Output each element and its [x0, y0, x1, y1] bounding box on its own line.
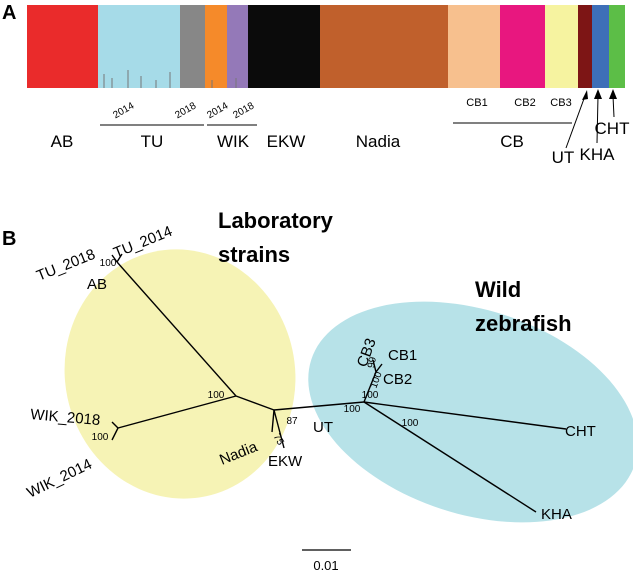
branch-cht: [363, 401, 567, 430]
tip-label-ab: AB: [87, 276, 107, 293]
group-label-cb: CB: [500, 132, 524, 151]
tip-label-cht: CHT: [565, 423, 596, 440]
branch-wik-2018: [111, 421, 119, 429]
tip-label-kha: KHA: [541, 506, 572, 523]
year-label-tu-2018: 2018: [173, 100, 198, 121]
branch-ut: [273, 401, 365, 411]
panel-b-letter: B: [2, 228, 16, 250]
tip-label-wik-2014: WIK_2014: [24, 456, 94, 502]
bootstrap-ekw-nadia: 87: [286, 416, 298, 427]
arrow-kha: [594, 89, 602, 144]
lab-region-label-line1: Laboratory: [218, 208, 334, 233]
cluster-wik-2018: [227, 5, 248, 88]
scale-bar-label: 0.01: [313, 558, 338, 573]
arrow-cht: [609, 89, 617, 118]
branch-nadia: [271, 409, 275, 433]
tip-label-wik-2018: WIK_2018: [30, 406, 101, 429]
tip-label-cb2: CB2: [383, 371, 412, 388]
wild-region-label-line2: zebrafish: [475, 311, 572, 336]
cluster-tu-2018: [180, 5, 205, 88]
branch-ekw: [273, 409, 285, 449]
admixture-bar-plot: [27, 5, 625, 88]
year-label-tu-2014: 2014: [111, 100, 136, 121]
bootstrap-cht: 100: [402, 418, 419, 429]
bootstrap-cb-node: 100: [362, 390, 379, 401]
arrow-ut: [565, 90, 588, 149]
branch-tu-2018: [111, 254, 118, 263]
branch-wik-2014: [111, 427, 119, 441]
arrow-label-kha: KHA: [580, 145, 616, 164]
group-label-ab: AB: [51, 132, 74, 151]
cluster-kha: [592, 5, 609, 88]
branch-tu-stem: [116, 261, 237, 397]
cluster-ut: [578, 5, 592, 88]
branch-kha: [363, 401, 537, 513]
phylogenetic-tree: [111, 253, 567, 513]
cb2-label: CB2: [514, 97, 535, 109]
cluster-wik-2014: [205, 5, 227, 88]
cluster-ab: [27, 5, 98, 88]
tip-label-cb1: CB1: [388, 347, 417, 364]
cb1-label: CB1: [466, 97, 487, 109]
arrow-label-ut: UT: [552, 148, 575, 167]
bootstrap-lab-center: 100: [208, 390, 225, 401]
lab-region-label-line2: strains: [218, 242, 290, 267]
branch-tu-2014: [116, 253, 123, 263]
laboratory-strains-region: [64, 249, 296, 499]
group-label-tu: TU: [141, 132, 164, 151]
bootstrap-cb3: 99: [366, 356, 379, 369]
year-label-wik-2014: 2014: [205, 100, 230, 121]
group-label-nadia: Nadia: [356, 132, 401, 151]
cb3-label: CB3: [550, 97, 571, 109]
cluster-nadia-cb-boundary: [418, 5, 448, 88]
cluster-tu-2014: [98, 5, 180, 88]
branch-cb12: [375, 363, 383, 373]
cluster-cb1: [448, 5, 500, 88]
cluster-ekw: [248, 5, 320, 88]
branch-wik-stem: [117, 395, 237, 429]
tip-label-ekw: EKW: [268, 453, 303, 470]
bootstrap-tu: 100: [100, 258, 117, 269]
wild-zebrafish-region: [308, 301, 633, 523]
wild-region-label-line1: Wild: [475, 277, 521, 302]
cluster-cb2: [500, 5, 545, 88]
year-label-wik-2018: 2018: [231, 100, 256, 121]
arrow-label-cht: CHT: [595, 119, 630, 138]
admixture-ticks: [103, 70, 237, 88]
bootstrap-ut: 100: [344, 404, 361, 415]
cluster-cht: [609, 5, 625, 88]
branch-cb3: [372, 359, 377, 373]
branch-lab-center: [235, 395, 275, 411]
branch-cb-stem: [363, 371, 377, 403]
bootstrap-nadia: 75: [271, 432, 286, 448]
cluster-cb3: [545, 5, 578, 88]
panel-a-letter: A: [2, 2, 16, 24]
group-label-wik: WIK: [217, 132, 250, 151]
bootstrap-wik: 100: [92, 432, 109, 443]
cluster-nadia: [320, 5, 418, 88]
group-label-ekw: EKW: [267, 132, 306, 151]
tip-label-ut: UT: [313, 419, 333, 436]
